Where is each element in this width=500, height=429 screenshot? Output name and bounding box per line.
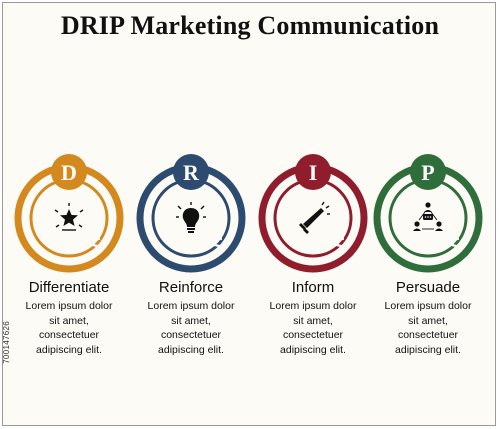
page-title: DRIP Marketing Communication — [60, 11, 440, 40]
ring-graphic: D — [14, 154, 124, 273]
letter-badge — [410, 154, 446, 190]
ring-graphic: I — [258, 154, 368, 273]
item-label: Differentiate — [28, 279, 110, 296]
drip-item-differentiate: D Differentiate Lorem ipsum dolor sit am… — [9, 3, 129, 427]
item-label: Inform — [291, 279, 335, 296]
item-description: Lorem ipsum dolor sit amet, consectetuer… — [147, 300, 235, 356]
people-network-icon — [413, 202, 443, 231]
drip-item-persuade: P Persuade Lorem ipsum dolor sit amet, c… — [368, 3, 488, 427]
letter-badge — [173, 154, 209, 190]
drip-item-reinforce: R Reinforce Lorem ipsum dolor sit amet, … — [131, 3, 251, 427]
item-description: Lorem ipsum dolor sit amet, consectetuer… — [269, 300, 357, 356]
item-description: Lorem ipsum dolor sit amet, consectetuer… — [25, 300, 113, 356]
letter-badge — [51, 154, 87, 190]
letter-i: I — [309, 160, 318, 185]
letter-d: D — [61, 160, 77, 185]
ring-graphic: R — [136, 154, 246, 273]
letter-p: P — [421, 160, 434, 185]
item-label: Persuade — [395, 279, 461, 296]
infographic-frame: DRIP Marketing Communication D Different… — [2, 2, 496, 426]
stock-id-label: 700147626 — [2, 321, 11, 364]
star-icon — [54, 203, 84, 231]
megaphone-icon — [299, 201, 330, 234]
letter-r: R — [183, 160, 200, 185]
lightbulb-icon — [176, 202, 206, 233]
drip-item-inform: I Inform Lorem ipsum dolor sit amet, con… — [253, 3, 373, 427]
ring-graphic: P — [373, 154, 483, 273]
letter-badge — [295, 154, 331, 190]
item-description: Lorem ipsum dolor sit amet, consectetuer… — [384, 300, 472, 356]
item-label: Reinforce — [158, 279, 224, 296]
